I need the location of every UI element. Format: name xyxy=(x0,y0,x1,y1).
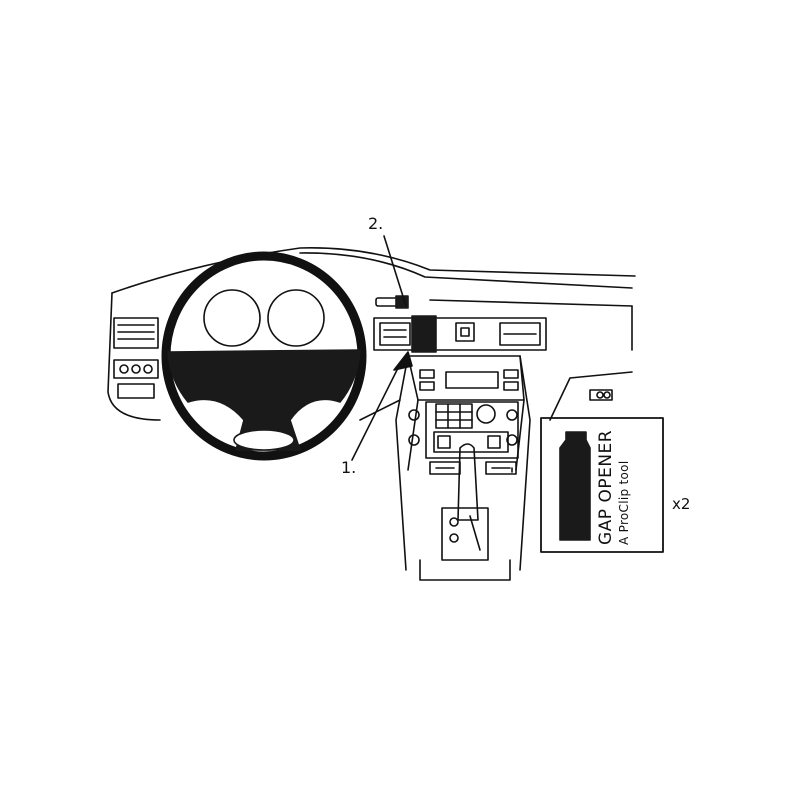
instrument-cluster xyxy=(203,289,325,347)
callout-1-label: 1. xyxy=(341,458,357,477)
dashboard-outline xyxy=(107,247,636,421)
tool-label: GAP OPENER A ProClip tool xyxy=(596,430,632,545)
callout-2-label: 2. xyxy=(368,214,384,233)
quantity-label: x2 xyxy=(672,495,691,513)
gap-opener-tool-icon xyxy=(559,431,591,541)
tool-title: GAP OPENER xyxy=(596,429,616,545)
tool-subtitle: A ProClip tool xyxy=(617,460,631,545)
left-air-vent xyxy=(113,317,159,349)
center-air-vents xyxy=(373,315,547,353)
callout-leaders xyxy=(351,235,413,461)
center-console xyxy=(395,355,531,581)
left-switch-panel xyxy=(113,359,159,399)
right-dash-detail xyxy=(589,389,613,401)
steering-wheel xyxy=(161,251,367,461)
tool-box xyxy=(540,417,664,553)
